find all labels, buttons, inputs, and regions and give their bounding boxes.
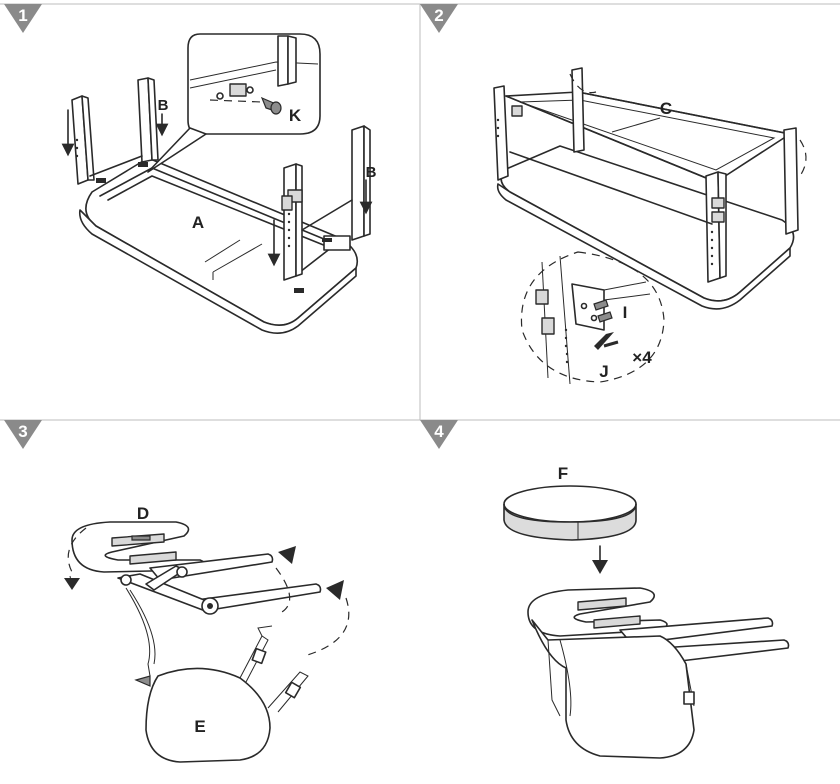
seat-sling-e	[125, 587, 309, 763]
table-legs-b	[71, 77, 371, 293]
label-k: K	[289, 106, 302, 125]
part-labels-step-3: D E	[137, 504, 206, 736]
step-number-2: 2	[434, 6, 443, 25]
bolt-icon	[260, 96, 282, 115]
detail-callout-ij	[520, 251, 665, 385]
step-1-panel: 1	[4, 4, 377, 334]
motion-arc-icon	[64, 527, 350, 657]
allen-key-icon	[594, 332, 619, 350]
bolt-icon	[580, 299, 613, 323]
label-j: J	[599, 362, 608, 381]
label-quantity: ×4	[632, 348, 652, 367]
label-f: F	[558, 464, 568, 483]
table-assembled-c	[493, 67, 799, 310]
label-i: I	[623, 303, 628, 322]
down-arrow-icon	[592, 545, 608, 574]
seat-cushion-f	[503, 485, 637, 541]
step-3-panel: 3	[4, 420, 350, 763]
table-top-a	[78, 157, 359, 334]
step-badge-2: 2	[420, 4, 458, 33]
step-2-panel: 2	[420, 4, 807, 385]
label-b-right: B	[366, 164, 377, 181]
label-c: C	[660, 99, 672, 118]
seat-frame-d	[71, 521, 322, 615]
part-labels-step-1: A B B K	[158, 97, 377, 232]
step-number-4: 4	[434, 422, 444, 441]
detail-callout-k	[147, 33, 321, 173]
label-b-left: B	[158, 97, 169, 114]
down-arrow-icon	[61, 109, 373, 267]
step-badge-4: 4	[420, 420, 458, 449]
step-badge-1: 1	[4, 4, 42, 33]
step-number-3: 3	[18, 422, 27, 441]
step-4-panel: 4 F	[420, 420, 790, 759]
label-d: D	[137, 504, 149, 523]
assembled-seat	[527, 587, 790, 759]
label-e: E	[194, 717, 205, 736]
step-badge-3: 3	[4, 420, 42, 449]
motion-arc-icon	[569, 73, 807, 177]
part-labels-step-2: C I J ×4	[599, 99, 672, 381]
part-labels-step-4: F	[558, 464, 568, 483]
label-a: A	[192, 213, 204, 232]
step-number-1: 1	[18, 6, 27, 25]
